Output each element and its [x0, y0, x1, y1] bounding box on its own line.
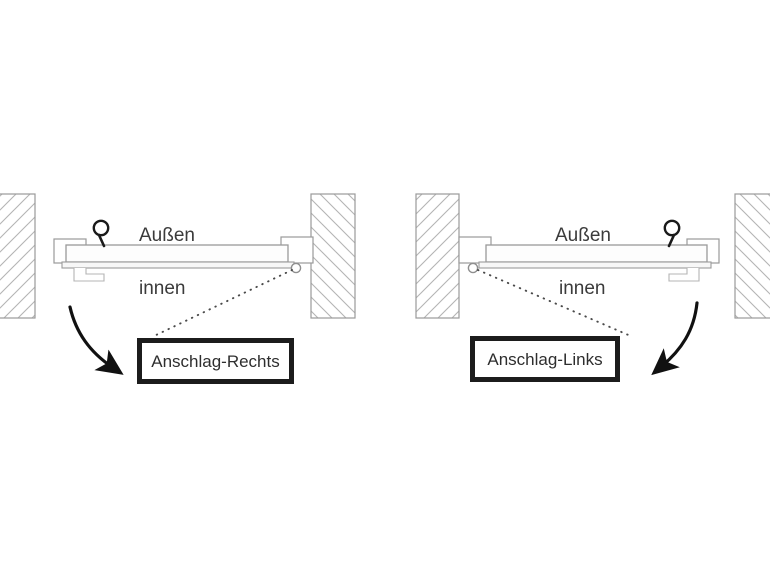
- callout-label: Anschlag-Rechts: [151, 352, 280, 371]
- callout-label: Anschlag-Links: [487, 350, 602, 369]
- wall-right: [310, 193, 356, 319]
- wall-left: [0, 193, 36, 319]
- outside-label: Außen: [555, 225, 611, 246]
- door-bottom-seal: [73, 268, 105, 282]
- diagram-right-hinge: Außen innen Anschlag-Rechts: [0, 193, 356, 384]
- leader-line: [477, 269, 634, 338]
- wall-left: [415, 193, 460, 319]
- inside-label: innen: [559, 278, 606, 299]
- swing-arrow: [651, 301, 699, 376]
- leader-line: [151, 269, 293, 338]
- callout-box-right[interactable]: Anschlag-Rechts: [137, 338, 294, 384]
- inside-label: innen: [139, 278, 186, 299]
- diagram-left-hinge: Außen innen Anschlag-Links: [415, 193, 770, 382]
- hinge-pivot: [467, 262, 479, 274]
- door-handle-icon: [663, 219, 681, 248]
- hinge-pivot: [290, 262, 302, 274]
- outside-label: Außen: [139, 225, 195, 246]
- swing-arrow: [68, 305, 124, 375]
- door-panel: [478, 244, 712, 269]
- door-handle-icon: [92, 219, 110, 248]
- callout-box-left[interactable]: Anschlag-Links: [470, 336, 620, 382]
- wall-right: [734, 193, 770, 319]
- door-panel: [61, 244, 295, 269]
- door-bottom-seal: [668, 268, 700, 282]
